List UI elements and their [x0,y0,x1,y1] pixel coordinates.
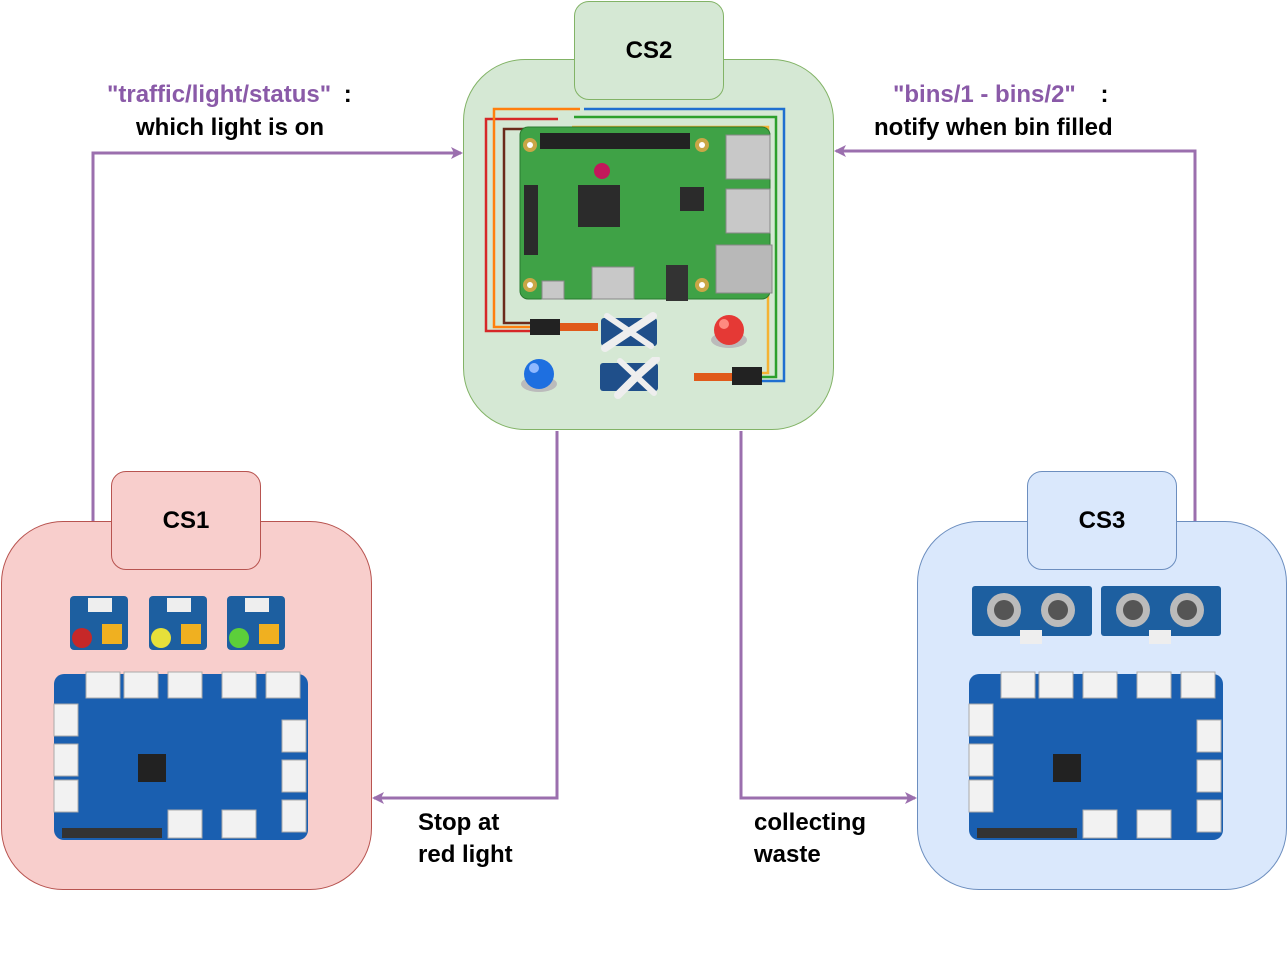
ultrasonic-sensor-icon [1101,586,1221,644]
cs3-title: CS3 [1027,471,1177,570]
cs1-title: CS1 [111,471,261,570]
servo-motor-icon [600,357,660,399]
traffic-separator: : [343,81,352,108]
edge-label-traffic-topic: "traffic/light/status" : [107,79,352,110]
edge-label-collect-line1: collecting [754,809,867,836]
grove-base-hat-icon [968,671,1223,840]
traffic-topic: "traffic/light/status" [107,81,332,108]
led-module-icon [70,596,128,650]
edge-label-collect-line2: waste [754,841,821,868]
red-button-icon [711,315,747,348]
edge-label-bins-topic: "bins/1 - bins/2" : [893,79,1108,110]
servo-motor-icon [601,312,657,352]
arrow-cs1-to-cs2 [91,147,463,521]
arrow-cs2-to-cs3 [739,431,917,804]
edge-label-bins-description: notify when bin filled [874,114,1113,141]
blue-button-icon [521,359,557,392]
arrow-cs2-to-cs1 [372,431,559,804]
arrow-cs3-to-cs2 [834,145,1197,521]
edge-label-stop-line1: Stop at [418,809,500,836]
bins-separator: : [1100,81,1109,108]
cs2-title: CS2 [574,1,724,100]
edge-label-traffic-description: which light is on [136,114,324,141]
ultrasonic-sensor-icon [972,586,1092,644]
raspberry-pi-board-icon [484,107,786,385]
bins-topic: "bins/1 - bins/2" [893,81,1076,108]
led-module-icon [149,596,207,650]
led-module-icon [227,596,285,650]
grove-base-hat-icon [53,671,308,840]
edge-label-stop-line2: red light [418,841,513,868]
